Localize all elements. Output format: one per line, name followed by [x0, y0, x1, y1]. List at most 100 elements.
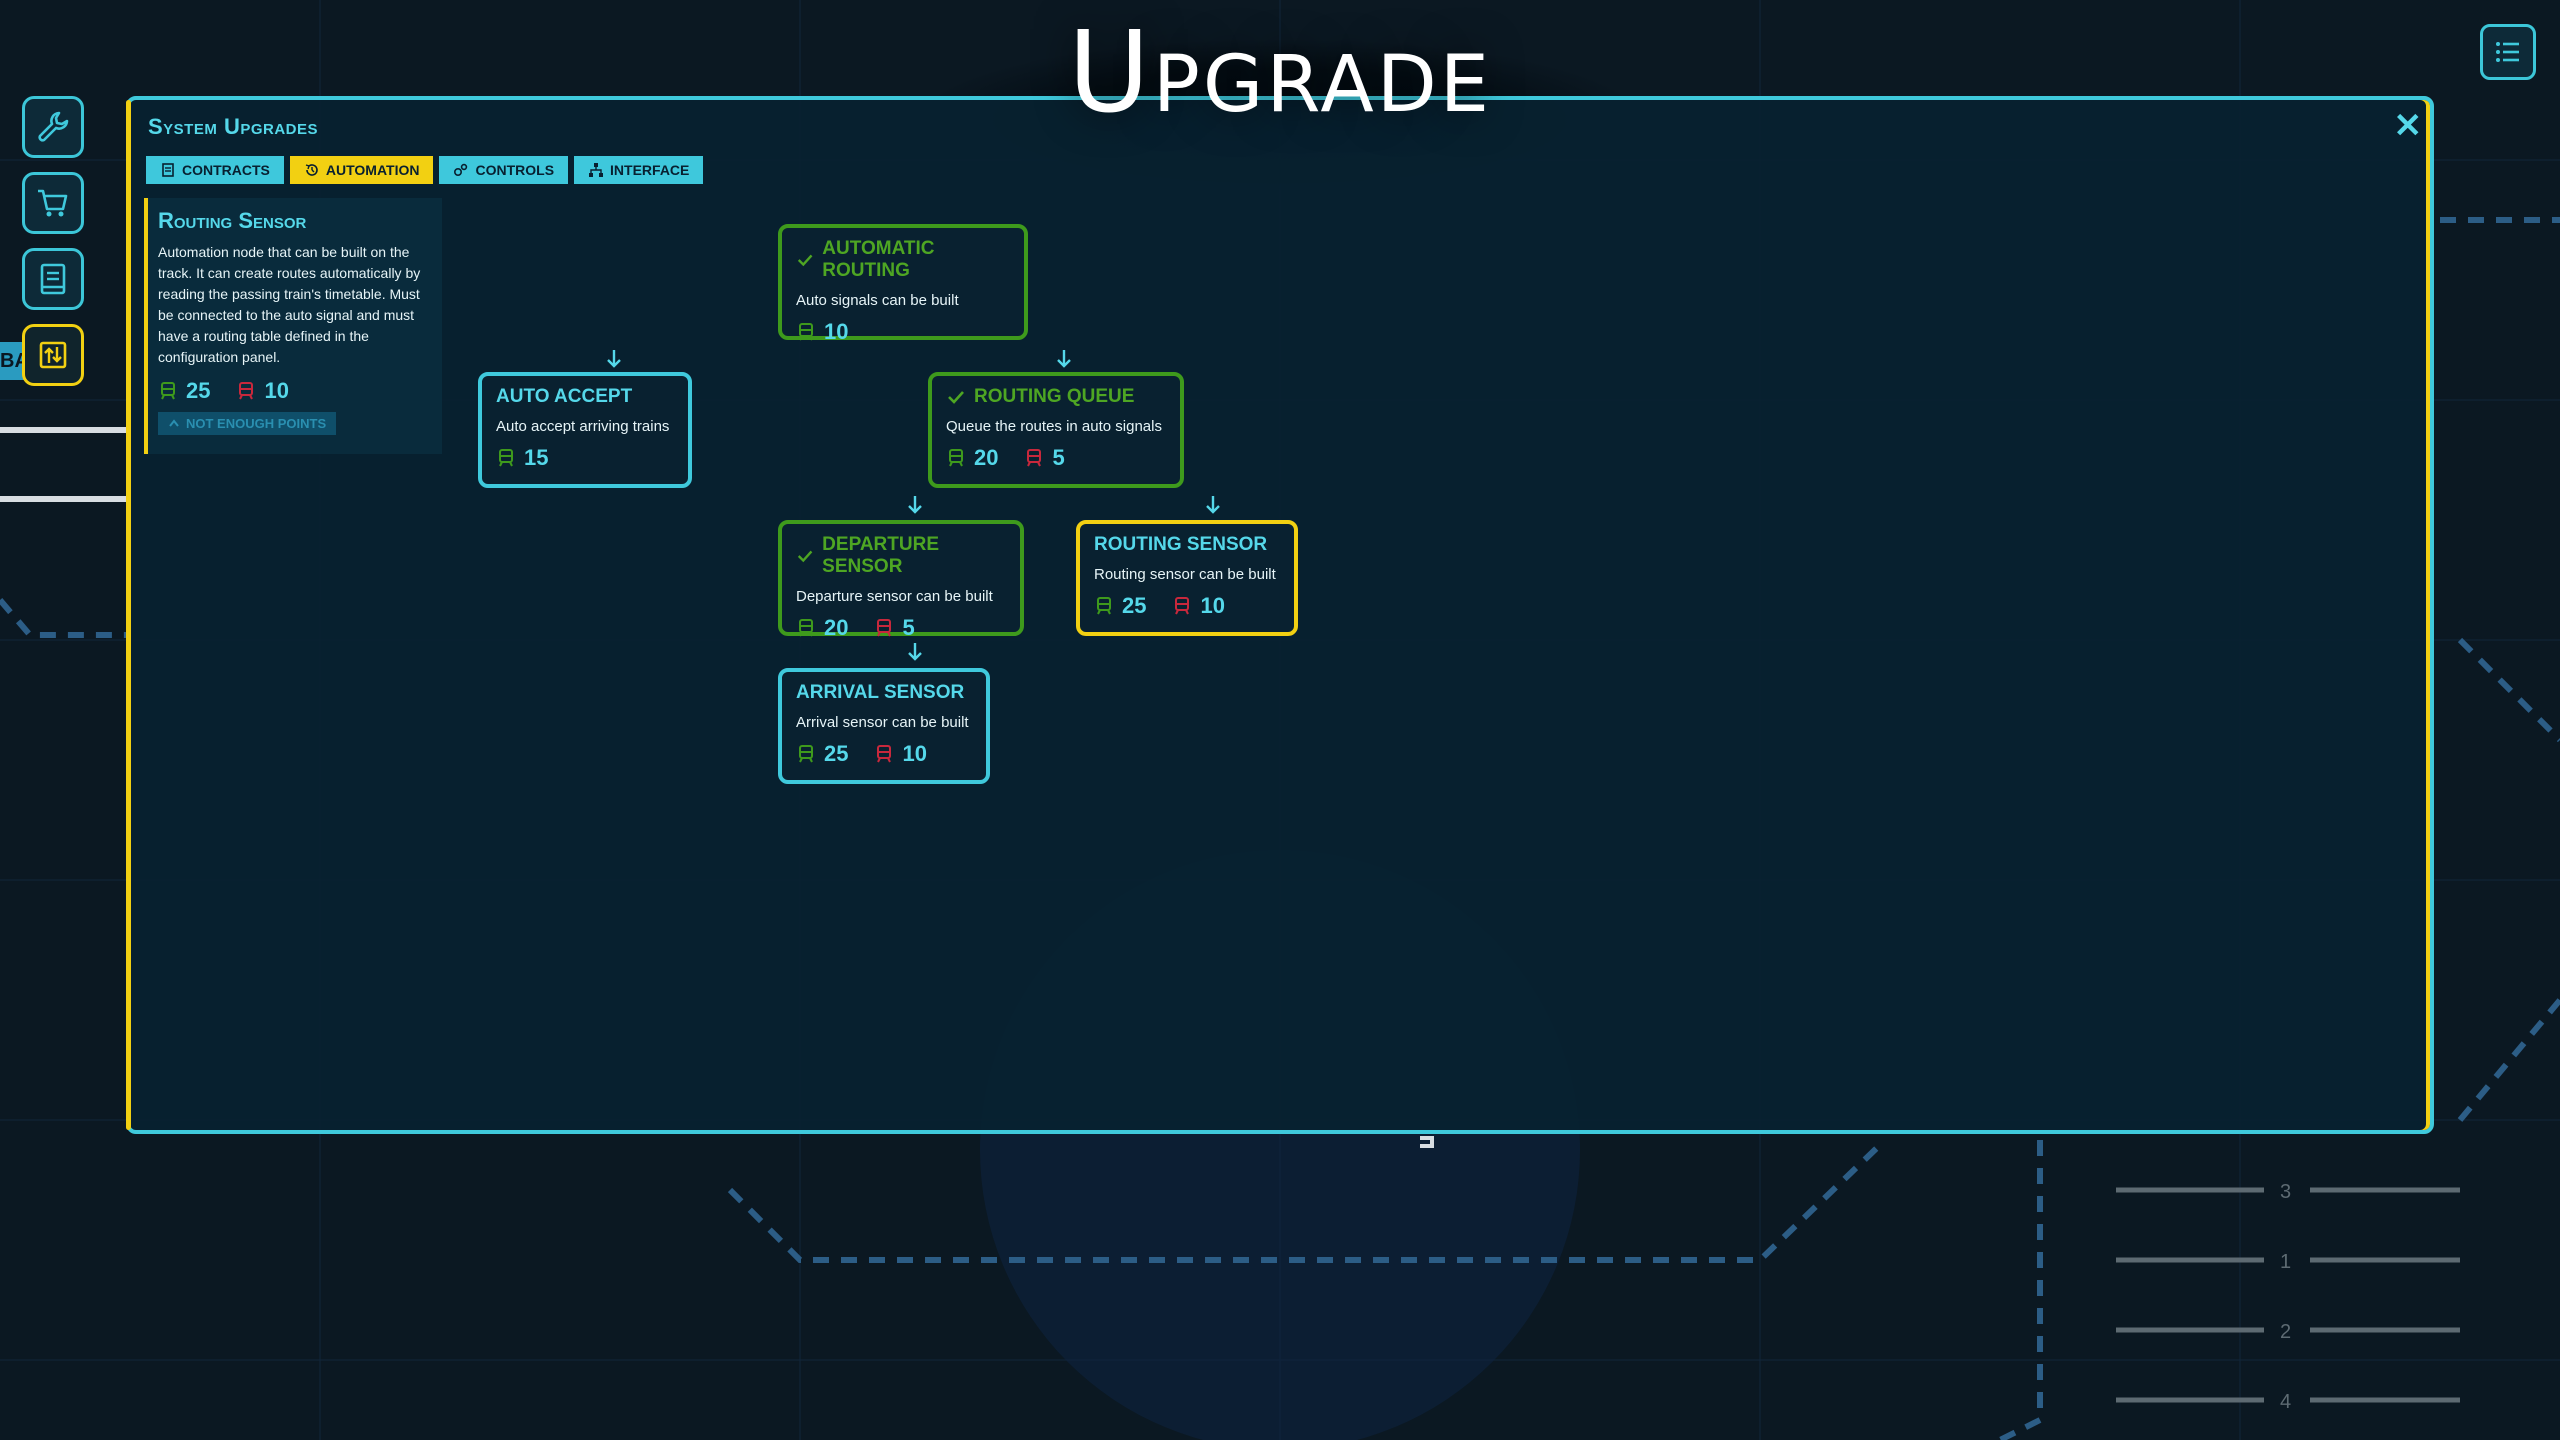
train-red-icon — [1027, 449, 1042, 467]
edge-tag: BA — [0, 342, 24, 380]
node-automatic-routing[interactable]: Automatic Routing Auto signals can be bu… — [778, 224, 1028, 344]
cost-green: 25 — [796, 741, 848, 767]
cost-value: 10 — [824, 319, 849, 344]
arrow-down-icon — [1057, 350, 1071, 368]
node-departure-sensor[interactable]: Departure Sensor Departure sensor can be… — [778, 520, 1024, 640]
train-red-icon — [877, 745, 892, 763]
document-icon — [162, 163, 174, 177]
cost-value: 5 — [1052, 445, 1065, 470]
tab-interface[interactable]: Interface — [574, 156, 704, 184]
upgrade-icon — [39, 341, 67, 369]
arrow-down-icon — [908, 496, 922, 514]
info-title: Routing Sensor — [158, 208, 307, 233]
upgrades-panel: System Upgrades ✕ Contracts Automation C… — [126, 96, 2434, 1134]
edge-track-line — [0, 427, 126, 433]
node-description: Routing sensor can be built — [1094, 566, 1276, 583]
sidebar-button-upgrade[interactable] — [22, 324, 84, 386]
cost-value: 25 — [1122, 593, 1147, 618]
cost-value: 10 — [264, 378, 289, 403]
train-green-icon — [499, 449, 513, 467]
node-title: Automatic Routing — [796, 238, 1010, 282]
cost-green: 20 — [796, 615, 848, 641]
node-cost: 15 — [496, 445, 674, 471]
cost-red: 5 — [874, 615, 915, 641]
tab-contracts[interactable]: Contracts — [146, 156, 284, 184]
node-cost: 10 — [796, 319, 1010, 345]
edge-track-line — [0, 496, 126, 502]
node-title: Routing Sensor — [1094, 534, 1280, 556]
tab-label: Contracts — [182, 162, 270, 178]
hierarchy-icon — [589, 163, 604, 177]
tab-label: Controls — [475, 162, 555, 178]
info-cost: 25 10 — [158, 378, 432, 404]
node-title-text: Automatic Routing — [822, 238, 935, 281]
cost-value: 5 — [902, 615, 915, 640]
node-cost: 25 10 — [1094, 593, 1280, 619]
track-label: 3 — [2280, 1181, 2291, 1203]
not-enough-label: Not enough points — [186, 416, 327, 431]
checkmark-icon — [948, 391, 964, 404]
train-red-icon — [877, 619, 892, 637]
sidebar — [22, 96, 86, 400]
node-title-text: Routing Sensor — [1094, 534, 1268, 555]
node-cost: 20 5 — [796, 615, 1006, 641]
cost-green: 20 — [946, 445, 998, 471]
node-title-text: Auto Accept — [496, 386, 633, 407]
node-description: Arrival sensor can be built — [796, 714, 969, 731]
node-title-text: Routing Queue — [974, 386, 1135, 407]
cost-value: 20 — [974, 445, 999, 470]
node-routing-sensor[interactable]: Routing Sensor Routing sensor can be bui… — [1076, 520, 1298, 636]
checkmark-icon — [797, 254, 813, 267]
cost-value: 25 — [186, 378, 211, 403]
train-green-icon — [799, 745, 813, 763]
wrench-icon — [38, 111, 69, 142]
gears-icon — [454, 163, 468, 177]
panel-title: System Upgrades — [148, 114, 319, 139]
cost-red: 10 — [236, 378, 289, 404]
tab-automation[interactable]: Automation — [289, 156, 434, 184]
cost-red: 10 — [1172, 593, 1225, 619]
node-routing-queue[interactable]: Routing Queue Queue the routes in auto s… — [928, 372, 1184, 488]
node-arrival-sensor[interactable]: Arrival Sensor Arrival sensor can be bui… — [778, 668, 990, 784]
cost-value: 10 — [902, 741, 927, 766]
node-cost: 25 10 — [796, 741, 972, 767]
node-description: Queue the routes in auto signals — [946, 418, 1162, 435]
list-icon — [2496, 42, 2519, 62]
node-title: Arrival Sensor — [796, 682, 972, 704]
node-title: Auto Accept — [496, 386, 674, 408]
cost-green: 25 — [1094, 593, 1146, 619]
tab-label: Automation — [325, 162, 420, 178]
tab-bar: Contracts Automation Controls Interface — [146, 156, 704, 184]
menu-button[interactable] — [2480, 24, 2536, 80]
tab-label: Interface — [610, 162, 690, 178]
arrow-down-icon — [607, 350, 621, 368]
node-auto-accept[interactable]: Auto Accept Auto accept arriving trains … — [478, 372, 692, 488]
sidebar-button-shop[interactable] — [22, 172, 84, 234]
sidebar-button-tools[interactable] — [22, 96, 84, 158]
upgrade-arrow-icon — [169, 418, 179, 427]
node-description: Auto accept arriving trains — [496, 418, 670, 435]
tab-controls[interactable]: Controls — [439, 156, 569, 184]
panel-accent-bar — [126, 100, 131, 1130]
upgrade-info: Routing Sensor Automation node that can … — [144, 198, 442, 454]
train-green-icon — [949, 449, 963, 467]
book-icon — [40, 263, 66, 295]
arrow-down-icon — [908, 643, 922, 661]
node-cost: 20 5 — [946, 445, 1166, 471]
node-title: Departure Sensor — [796, 534, 1006, 578]
cost-red: 10 — [874, 741, 927, 767]
sidebar-button-book[interactable] — [22, 248, 84, 310]
cost-green: 15 — [496, 445, 548, 471]
checkmark-icon — [797, 550, 813, 563]
node-title-text: Arrival Sensor — [796, 682, 965, 703]
cost-value: 15 — [524, 445, 549, 470]
close-button[interactable]: ✕ — [2393, 107, 2423, 145]
cost-red: 5 — [1024, 445, 1065, 471]
page-title: Upgrade — [1067, 8, 1493, 138]
cost-green: 10 — [796, 319, 848, 345]
node-title-text: Departure Sensor — [822, 534, 939, 577]
not-enough-points-button[interactable]: Not enough points — [158, 412, 337, 435]
cost-value: 20 — [824, 615, 849, 640]
track-label: 4 — [2280, 1391, 2291, 1413]
node-description: Departure sensor can be built — [796, 588, 993, 605]
